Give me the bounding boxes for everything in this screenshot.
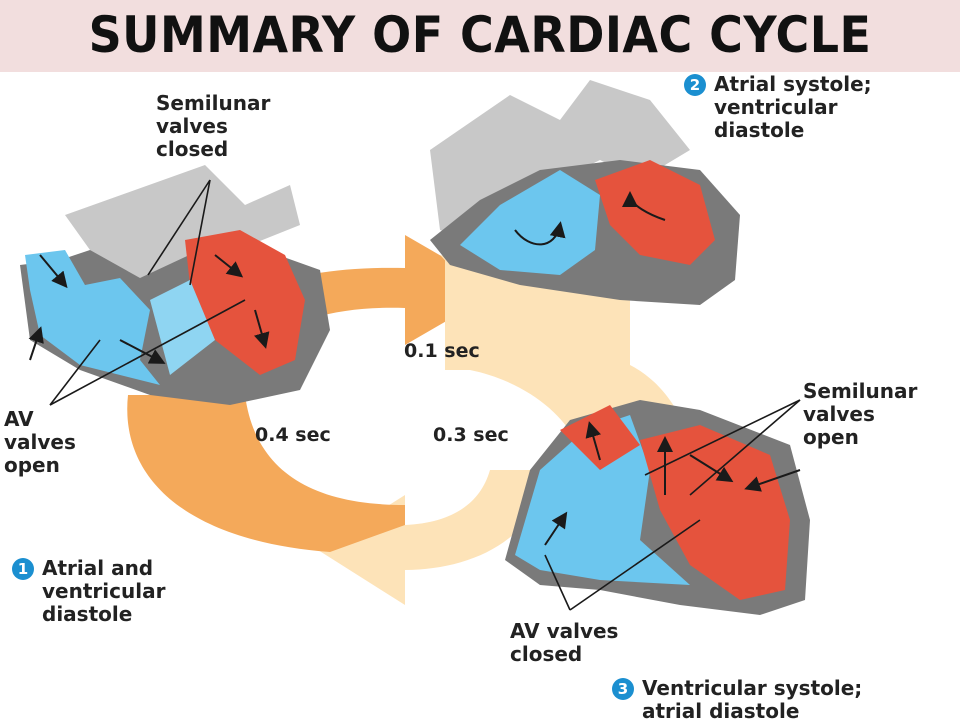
- cycle-arrow-3-to-1: [318, 470, 545, 605]
- heart1-septum: [150, 280, 215, 375]
- label-av-valves-closed: AV valves closed: [510, 619, 619, 666]
- duration-phase-3: 0.3 sec: [433, 424, 509, 446]
- title-band: [0, 0, 960, 72]
- phase-3-label: 3 Ventricular systole; atrial diastole: [612, 677, 862, 723]
- leader-lines: [49, 179, 801, 611]
- phase-2-label: 2 Atrial systole; ventricular diastole: [684, 73, 872, 142]
- heart-phase-1: [20, 165, 330, 405]
- page-title: SUMMARY OF CARDIAC CYCLE: [88, 6, 872, 64]
- heart3-left-side: [640, 425, 790, 600]
- phase-1-badge: 1: [12, 558, 34, 580]
- cycle-arrow-2-to-3-head: [440, 255, 630, 372]
- cycle-arrow-lower-left: [127, 395, 405, 552]
- label-semilunar-valves-closed: Semilunar valves closed: [156, 91, 271, 161]
- heart1-left-side: [185, 230, 305, 375]
- label-semilunar-valves-open: Semilunar valves open: [803, 379, 918, 449]
- duration-phase-1: 0.4 sec: [255, 424, 331, 446]
- phase-3-badge: 3: [612, 678, 634, 700]
- heart2-left-side: [595, 160, 715, 265]
- heart2-right-side: [460, 170, 600, 275]
- phase-1-label: 1 Atrial and ventricular diastole: [12, 557, 165, 626]
- heart-phase-2: [430, 80, 740, 305]
- heart3-right-side: [515, 415, 690, 585]
- label-av-valves-open: AV valves open: [4, 407, 76, 477]
- duration-phase-2: 0.1 sec: [404, 340, 480, 362]
- phase-2-badge: 2: [684, 74, 706, 96]
- heart-phase-3: [505, 400, 810, 615]
